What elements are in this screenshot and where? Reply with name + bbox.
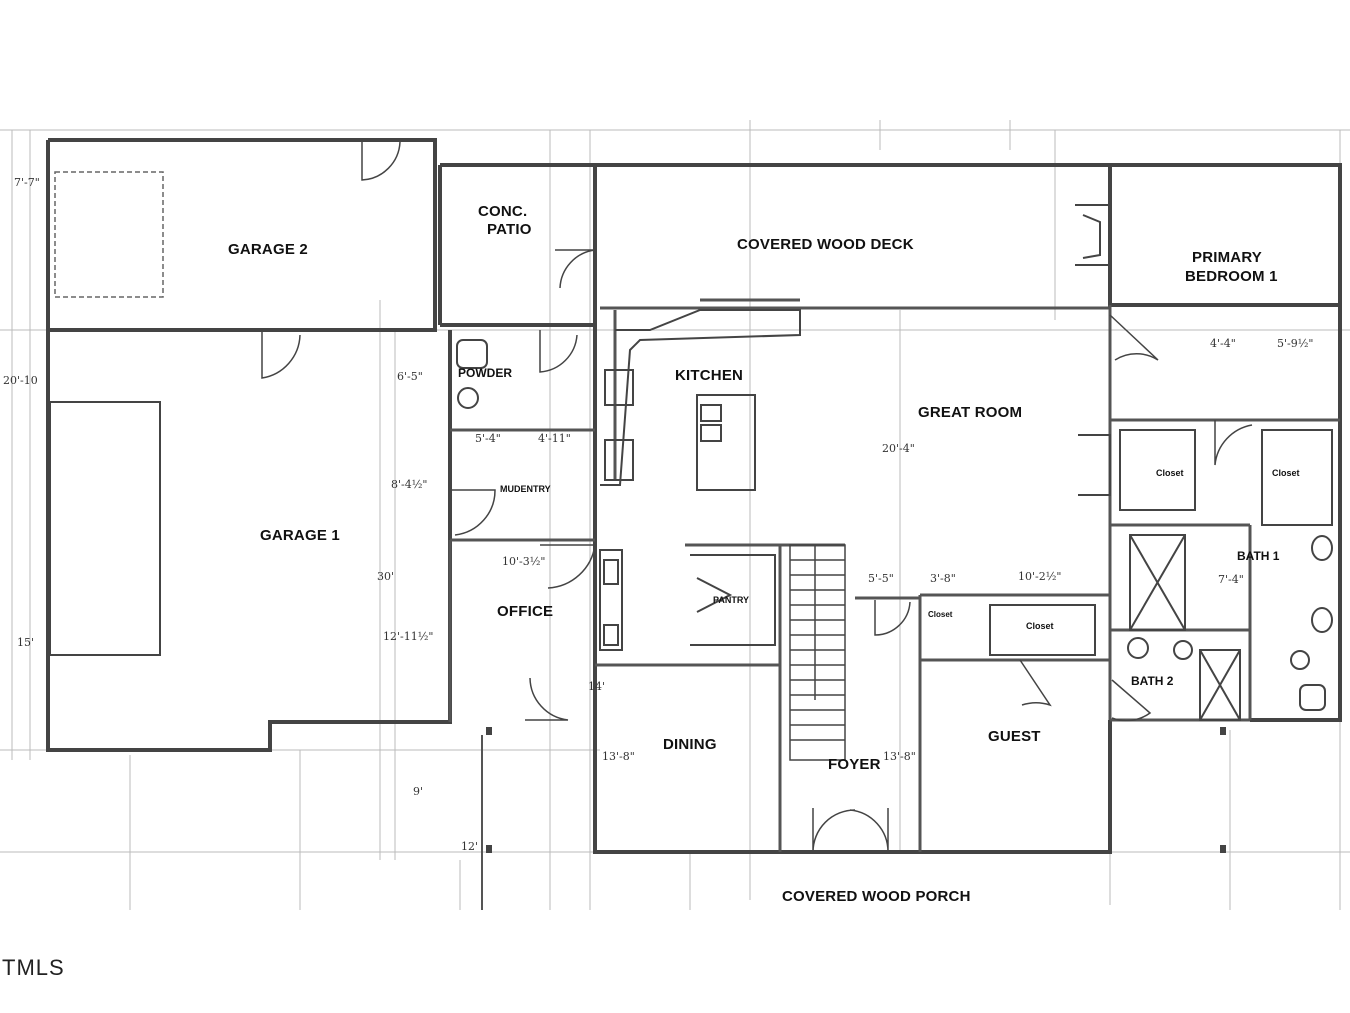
porch-posts xyxy=(481,727,1226,910)
room-label-primary: PRIMARY xyxy=(1192,249,1263,266)
room-label-covered-wood-porch: COVERED WOOD PORCH xyxy=(782,888,971,905)
dim-14: 14' xyxy=(588,680,606,693)
dim-7-4: 7'-4" xyxy=(1218,573,1244,586)
room-label-closet-b: Closet xyxy=(1272,468,1300,478)
room-label-closet-c: Closet xyxy=(1026,621,1054,631)
room-label-guest: GUEST xyxy=(988,728,1041,745)
room-label-closet-d: Closet xyxy=(928,610,953,619)
room-label-garage1: GARAGE 1 xyxy=(260,527,340,544)
dim-13-8a: 13'-8" xyxy=(602,750,635,763)
dim-12-11: 12'-11½" xyxy=(383,630,434,643)
dim-6-5: 6'-5" xyxy=(397,370,423,383)
dim-13-8b: 13'-8" xyxy=(883,750,916,763)
room-label-covered-wood-deck: COVERED WOOD DECK xyxy=(737,236,914,253)
room-label-bedroom-1: BEDROOM 1 xyxy=(1185,268,1278,285)
dim-10-2: 10'-2½" xyxy=(1018,570,1062,583)
dim-3-8: 3'-8" xyxy=(930,572,956,585)
room-label-foyer: FOYER xyxy=(828,756,881,773)
fireplace xyxy=(1075,204,1111,496)
room-label-conc: CONC. xyxy=(478,203,528,220)
brand-logo: TMLS xyxy=(2,955,65,980)
room-label-dining: DINING xyxy=(663,736,717,753)
dim-9: 9' xyxy=(413,785,424,798)
dim-8-4: 8'-4½" xyxy=(391,478,428,491)
room-label-office: OFFICE xyxy=(497,603,554,620)
dim-20-10: 20'-10 xyxy=(3,374,38,387)
room-label-garage2: GARAGE 2 xyxy=(228,241,308,258)
dim-7-7: 7'-7" xyxy=(14,176,40,189)
bath-fixtures xyxy=(456,339,1333,721)
garage-doors-dashed xyxy=(54,171,164,298)
room-label-closet-a: Closet xyxy=(1156,468,1184,478)
dim-4-11: 4'-11" xyxy=(538,432,571,445)
room-label-pantry: PANTRY xyxy=(713,595,749,605)
dim-5-9: 5'-9½" xyxy=(1277,337,1314,350)
doors xyxy=(261,140,1253,853)
room-label-bath1: BATH 1 xyxy=(1237,549,1280,563)
dim-30: 30' xyxy=(377,570,395,583)
kitchen-counter xyxy=(600,309,801,486)
room-label-kitchen: KITCHEN xyxy=(675,367,744,384)
interior-walls xyxy=(448,298,1340,852)
grid-lines xyxy=(0,120,1350,910)
room-label-bath2: BATH 2 xyxy=(1131,674,1174,688)
room-label-great-room: GREAT ROOM xyxy=(918,404,1023,421)
dim-4-4: 4'-4" xyxy=(1210,337,1236,350)
dim-20-4: 20'-4" xyxy=(882,442,915,455)
kitchen-island xyxy=(696,394,756,491)
dim-5-4: 5'-4" xyxy=(475,432,501,445)
dim-10-3: 10'-3½" xyxy=(502,555,546,568)
dim-15: 15' xyxy=(17,636,35,649)
room-label-patio: PATIO xyxy=(487,221,532,238)
dim-12: 12' xyxy=(461,840,479,853)
room-label-powder: POWDER xyxy=(458,366,512,380)
dim-5-5: 5'-5" xyxy=(868,572,894,585)
pantry xyxy=(599,549,776,651)
room-label-mudentry: MUDENTRY xyxy=(500,484,551,494)
garage1-door-panel xyxy=(49,401,161,656)
stairs xyxy=(789,544,846,761)
